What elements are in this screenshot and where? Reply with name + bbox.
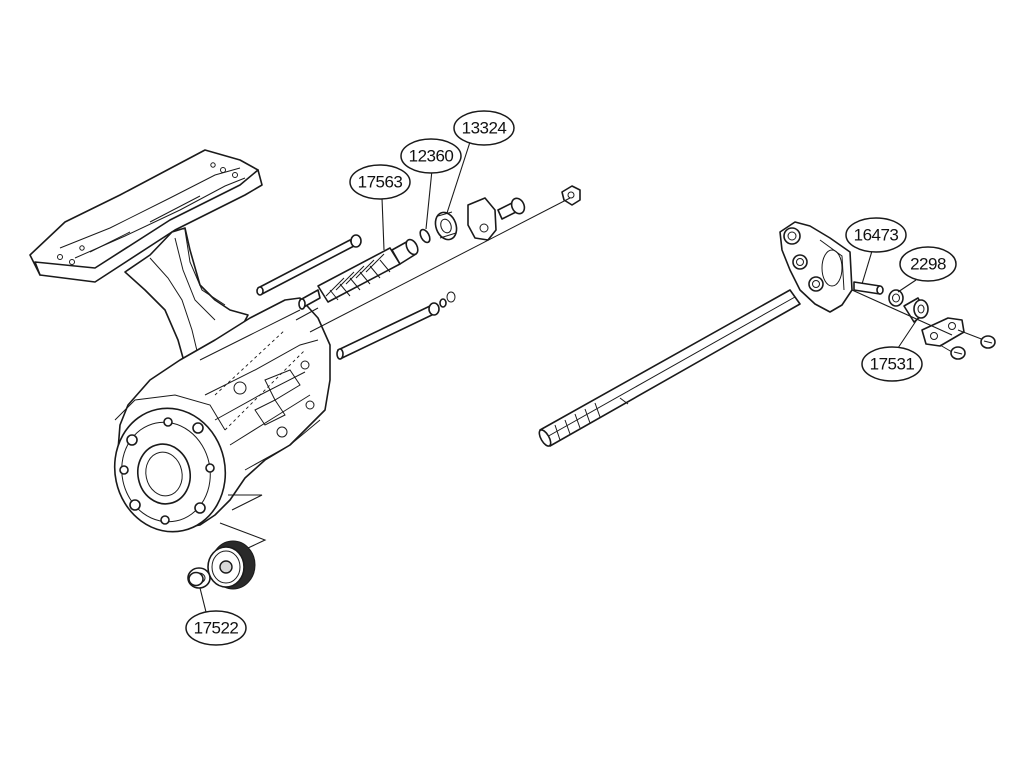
collar-13324 bbox=[434, 211, 458, 241]
pinion-gear bbox=[207, 540, 256, 590]
callout-17563-text: 17563 bbox=[358, 173, 403, 192]
callout-12360-text: 12360 bbox=[409, 147, 454, 166]
e-clip-12360 bbox=[419, 228, 431, 244]
main-shaft bbox=[538, 289, 801, 447]
pin-16473 bbox=[853, 281, 884, 295]
callout-13324[interactable]: 13324 bbox=[453, 110, 515, 146]
callout-2298-text: 2298 bbox=[910, 255, 946, 274]
callout-16473[interactable]: 16473 bbox=[845, 217, 907, 253]
screw-small bbox=[497, 197, 526, 220]
reel-body bbox=[29, 149, 331, 549]
callout-16473-text: 16473 bbox=[854, 226, 899, 245]
long-lower-pin bbox=[336, 291, 456, 360]
callout-17531[interactable]: 17531 bbox=[861, 346, 923, 382]
gear-leader bbox=[219, 494, 267, 549]
washer-2298 bbox=[888, 289, 904, 307]
callout-13324-text: 13324 bbox=[462, 119, 507, 138]
upper-pin bbox=[256, 234, 362, 296]
collar-17531 bbox=[903, 297, 929, 323]
assembly-guide-line bbox=[309, 197, 571, 333]
leader-17563 bbox=[381, 197, 385, 251]
screw-right-a bbox=[957, 329, 996, 349]
callout-17563[interactable]: 17563 bbox=[349, 164, 411, 200]
callout-17522[interactable]: 17522 bbox=[185, 610, 247, 646]
leader-13324 bbox=[446, 141, 471, 214]
leader-2298 bbox=[897, 279, 917, 293]
leader-17531 bbox=[897, 317, 919, 349]
front-flange bbox=[113, 394, 227, 533]
screw-right-b bbox=[939, 344, 966, 360]
oscillation-bracket bbox=[779, 221, 853, 313]
reel-foot bbox=[29, 149, 263, 283]
callout-17522-text: 17522 bbox=[194, 619, 239, 638]
leader-17522 bbox=[199, 587, 207, 613]
retainer-plate bbox=[921, 317, 965, 347]
callout-2298[interactable]: 2298 bbox=[899, 246, 957, 282]
nut-small bbox=[561, 185, 581, 206]
callout-12360[interactable]: 12360 bbox=[400, 138, 462, 174]
leader-12360 bbox=[425, 169, 433, 230]
callout-17531-text: 17531 bbox=[870, 355, 915, 374]
slider-plate bbox=[467, 197, 497, 241]
worm-shaft-17563 bbox=[298, 238, 419, 310]
bushing-17522 bbox=[187, 567, 211, 589]
leader-16473 bbox=[861, 250, 873, 285]
